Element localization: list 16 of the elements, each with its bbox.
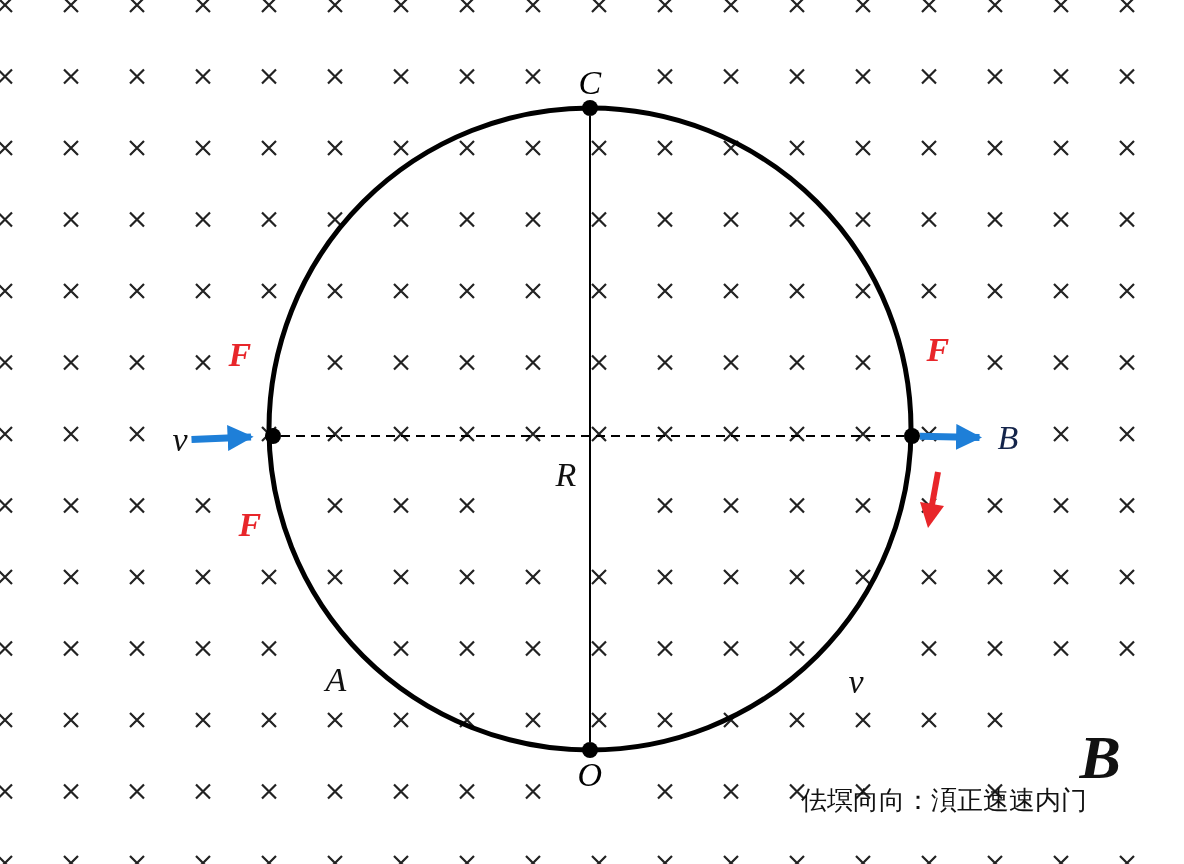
arrow — [919, 423, 983, 450]
vector-symbol: v — [172, 423, 188, 457]
field-symbol: B — [1079, 726, 1121, 788]
radius-label: R — [555, 458, 577, 492]
force-label: F — [926, 333, 950, 367]
point-label: O — [577, 758, 603, 792]
line — [589, 115, 591, 743]
dashed-line — [280, 435, 905, 437]
vector-symbol: B — [997, 421, 1019, 455]
point-label: C — [578, 66, 602, 100]
arrow — [191, 424, 254, 451]
velocity-label: v — [848, 665, 864, 699]
force-label: F — [228, 338, 252, 372]
note-text: 佉塓向向：湏正速速内门 — [801, 787, 1087, 813]
force-label: F — [238, 508, 262, 542]
point-label: A — [325, 663, 347, 697]
